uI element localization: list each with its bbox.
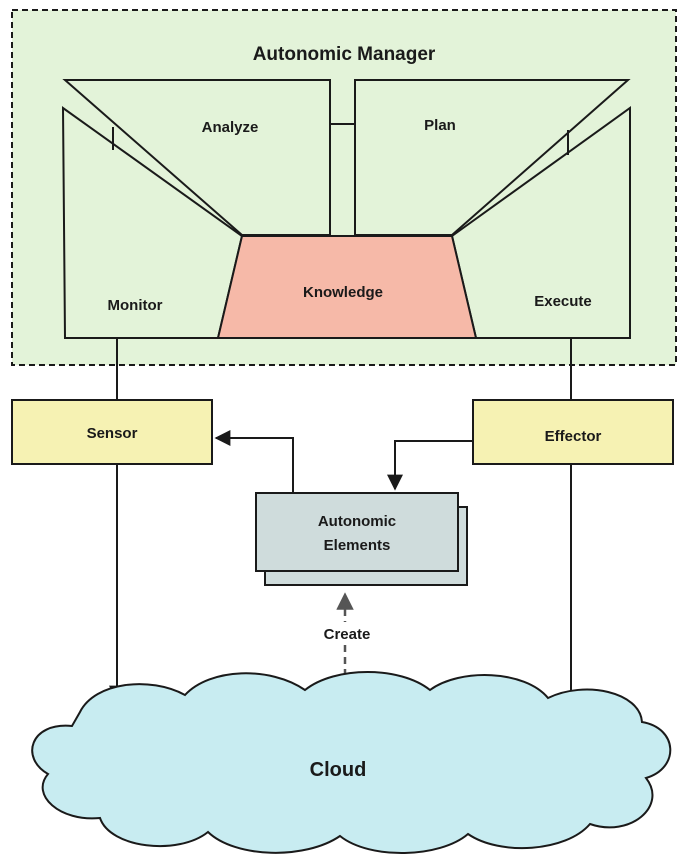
sensor-label: Sensor xyxy=(87,425,138,442)
create-label: Create xyxy=(324,626,371,643)
execute-label: Execute xyxy=(534,293,592,310)
monitor-label: Monitor xyxy=(108,297,163,314)
sensor-box xyxy=(11,399,213,465)
autonomic-elements-line1: Autonomic xyxy=(318,513,396,530)
knowledge-block xyxy=(216,235,478,339)
knowledge-label: Knowledge xyxy=(303,284,383,301)
analyze-label: Analyze xyxy=(202,119,259,136)
create-label-bg xyxy=(315,622,377,644)
cloud-shape xyxy=(31,671,672,855)
autonomic-manager-title: Autonomic Manager xyxy=(253,44,436,65)
effector-to-elements-arrow xyxy=(387,440,473,491)
effector-label: Effector xyxy=(545,428,602,445)
effector-box xyxy=(472,399,674,465)
elements-to-sensor-arrow xyxy=(214,430,294,493)
autonomic-elements-box xyxy=(255,492,459,572)
plan-label: Plan xyxy=(424,117,456,134)
autonomic-elements-line2: Elements xyxy=(324,537,391,554)
cloud-label: Cloud xyxy=(310,759,367,781)
